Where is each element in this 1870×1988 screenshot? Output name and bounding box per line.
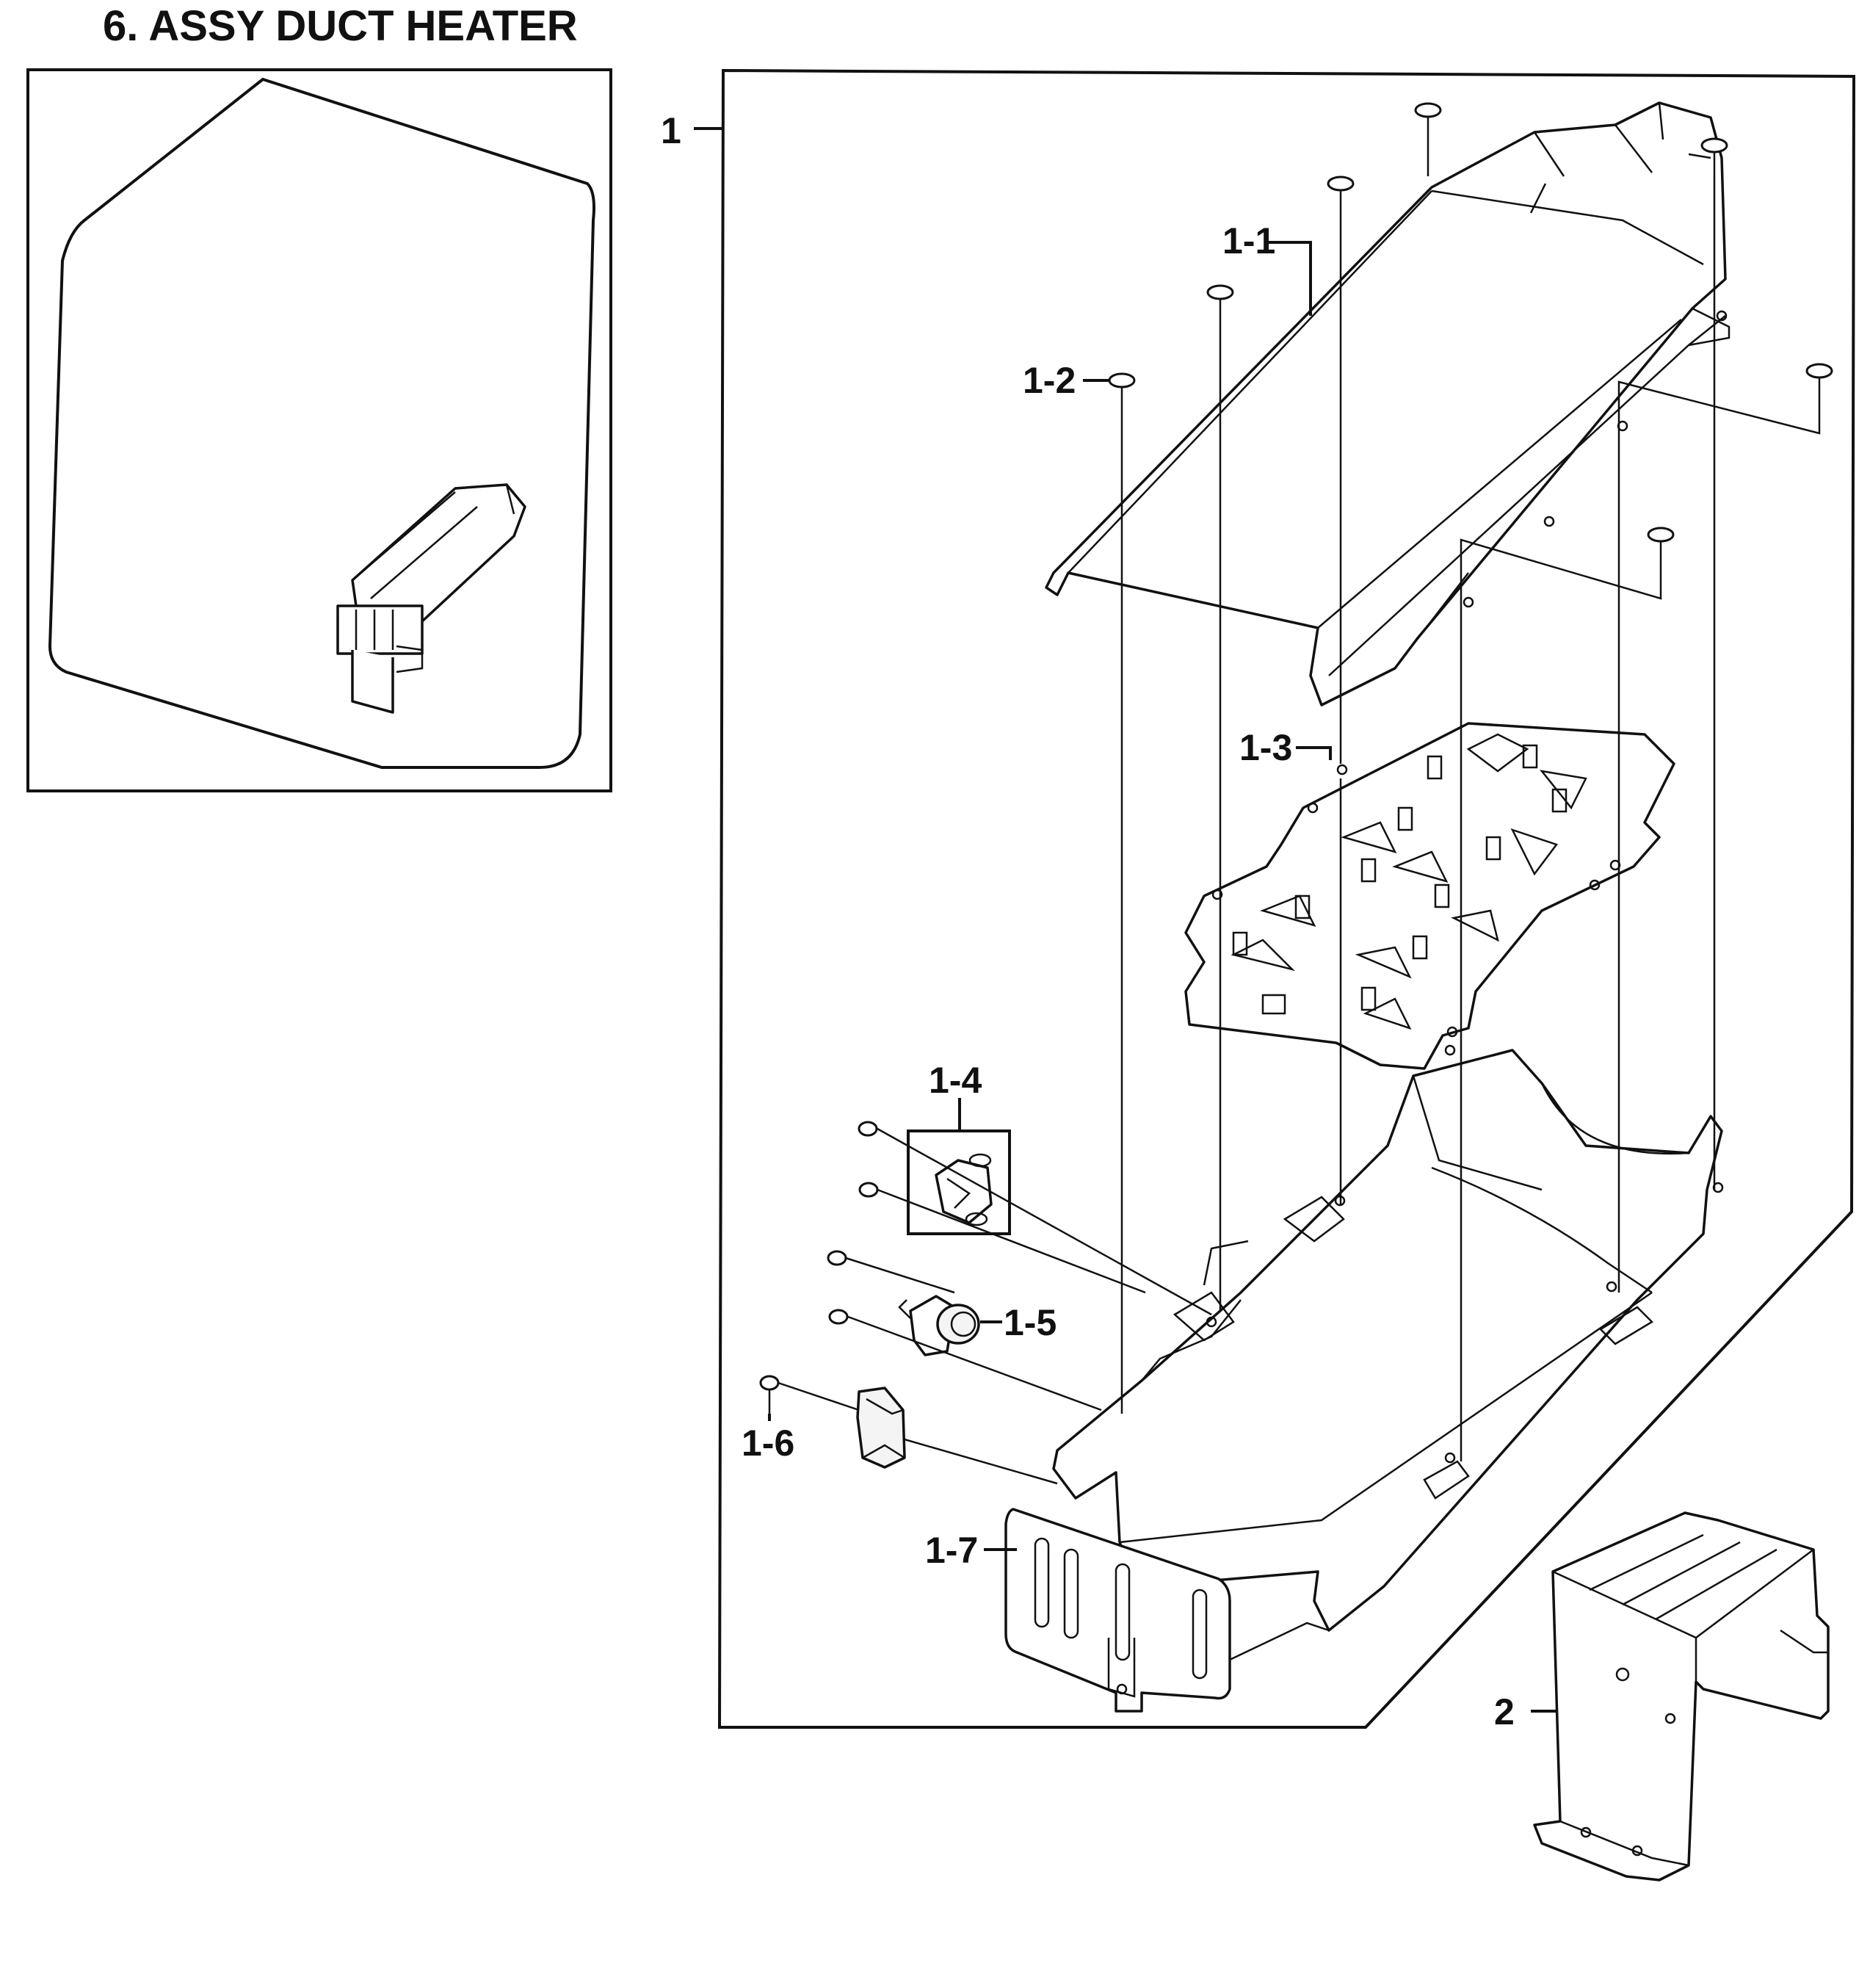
callout-1-3-leader xyxy=(1296,746,1332,760)
screw xyxy=(1647,527,1675,560)
heater-plate-part xyxy=(1184,722,1675,1070)
thermostat-part xyxy=(907,1129,1011,1235)
duct-cover-part xyxy=(1045,101,1731,706)
assembly-1-frame xyxy=(717,68,1856,1729)
callout-1-1-leader xyxy=(1266,241,1312,316)
screw xyxy=(1206,284,1234,317)
callout-1-4: 1-4 xyxy=(929,1060,982,1101)
screw xyxy=(1327,176,1355,209)
thermal-cutoff-part xyxy=(898,1295,980,1356)
duct-housing-part xyxy=(1052,1049,1724,1632)
callout-1-6: 1-6 xyxy=(742,1423,794,1464)
terminal-posts xyxy=(1232,744,1568,1015)
connector-part xyxy=(856,1387,906,1469)
callout-1-5: 1-5 xyxy=(1004,1302,1057,1343)
bracket-plate-part xyxy=(1004,1508,1330,1713)
screw xyxy=(1805,363,1833,397)
callout-2: 2 xyxy=(1494,1691,1515,1732)
inset-heater-assy xyxy=(336,483,526,714)
callout-1-3: 1-3 xyxy=(1239,727,1292,768)
screw xyxy=(1108,372,1136,405)
connector-screw xyxy=(759,1375,780,1414)
screw-group xyxy=(1108,102,1833,560)
dryer-cabinet-outline xyxy=(48,77,595,769)
thermostat-screws xyxy=(858,1121,879,1198)
mounting-bracket-part xyxy=(1533,1511,1830,1882)
screw xyxy=(1700,137,1728,170)
callout-1-2: 1-2 xyxy=(1023,360,1076,401)
thermal-cutoff-screws xyxy=(827,1250,849,1325)
callout-1-1: 1-1 xyxy=(1222,220,1275,261)
overview-inset xyxy=(26,68,612,792)
screw xyxy=(1414,102,1442,136)
callout-1-7: 1-7 xyxy=(925,1530,978,1571)
overview-frame xyxy=(26,68,612,792)
assembly-guide-lines xyxy=(778,136,1821,1485)
callout-1: 1 xyxy=(661,110,681,151)
page-title: 6. ASSY DUCT HEATER xyxy=(103,2,578,50)
